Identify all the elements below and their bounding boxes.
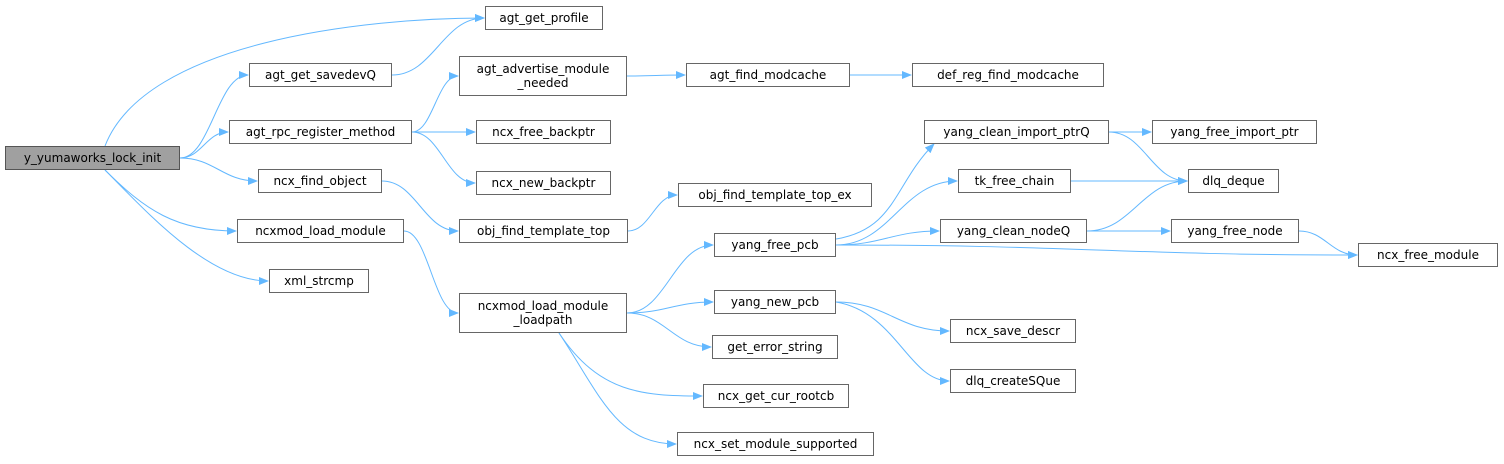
edge-ncxmod-load-module-loadpath-to-get-error-string (626, 312, 712, 351)
edge-ncxmod-load-module-loadpath-to-yang-free-pcb (626, 241, 714, 314)
node-ncxmod-load-module[interactable]: ncxmod_load_module (237, 219, 404, 243)
edge-yang-free-pcb-to-ncx-free-module (835, 244, 1358, 259)
edge-y-yumaworks-lock-init-to-ncxmod-load-module (104, 169, 237, 235)
edge-y-yumaworks-lock-init-to-agt-rpc-register-method (179, 128, 229, 159)
edge-yang-new-pcb-to-dlq-createSQue (835, 301, 950, 385)
node-ncx-set-module-supported[interactable]: ncx_set_module_supported (677, 432, 874, 456)
node-ncx-find-object[interactable]: ncx_find_object (258, 169, 382, 193)
edge-ncxmod-load-module-loadpath-to-ncx-set-module-supported (558, 332, 677, 448)
node-yang-free-node[interactable]: yang_free_node (1171, 219, 1299, 243)
node-y-yumaworks-lock-init: y_yumaworks_lock_init (5, 146, 180, 170)
edge-y-yumaworks-lock-init-to-ncx-find-object (179, 157, 258, 185)
node-agt-advertise-module-needed[interactable]: agt_advertise_module _needed (459, 56, 627, 96)
edge-obj-find-template-top-to-obj-find-template-top-ex (627, 191, 678, 232)
edge-y-yumaworks-lock-init-to-agt-get-savedevQ (179, 71, 249, 159)
edge-yang-clean-import-ptrQ-to-dlq-deque (1108, 131, 1188, 185)
node-obj-find-template-top-ex[interactable]: obj_find_template_top_ex (678, 183, 872, 207)
edge-y-yumaworks-lock-init-to-xml-strcmp (104, 169, 269, 285)
node-ncx-new-backptr[interactable]: ncx_new_backptr (476, 171, 611, 195)
edge-yang-free-pcb-to-tk-free-chain (835, 177, 958, 246)
node-ncx-save-descr[interactable]: ncx_save_descr (950, 319, 1076, 343)
edge-yang-free-node-to-ncx-free-module (1298, 230, 1358, 259)
node-agt-get-savedevQ[interactable]: agt_get_savedevQ (249, 63, 392, 87)
edge-yang-new-pcb-to-ncx-save-descr (835, 301, 950, 335)
node-xml-strcmp[interactable]: xml_strcmp (269, 269, 369, 293)
node-yang-new-pcb[interactable]: yang_new_pcb (714, 290, 836, 314)
node-ncx-get-cur-rootcb[interactable]: ncx_get_cur_rootcb (703, 384, 849, 408)
node-def-reg-find-modcache[interactable]: def_reg_find_modcache (912, 63, 1104, 87)
node-tk-free-chain[interactable]: tk_free_chain (958, 169, 1071, 193)
node-yang-free-pcb[interactable]: yang_free_pcb (714, 233, 836, 257)
edge-agt-get-savedevQ-to-agt-get-profile (391, 14, 485, 76)
node-yang-clean-import-ptrQ[interactable]: yang_clean_import_ptrQ (924, 120, 1109, 144)
node-dlq-deque[interactable]: dlq_deque (1188, 169, 1279, 193)
node-agt-get-profile[interactable]: agt_get_profile (485, 6, 603, 30)
edge-agt-rpc-register-method-to-agt-advertise-module-needed (411, 72, 459, 133)
node-ncx-free-backptr[interactable]: ncx_free_backptr (476, 120, 611, 144)
edge-agt-rpc-register-method-to-ncx-new-backptr (411, 131, 476, 187)
edge-y-yumaworks-lock-init-to-agt-get-profile (104, 14, 485, 147)
edge-ncxmod-load-module-loadpath-to-ncx-get-cur-rootcb (558, 332, 703, 400)
edge-ncxmod-load-module-loadpath-to-yang-new-pcb (626, 298, 714, 314)
node-yang-free-import-ptr[interactable]: yang_free_import_ptr (1152, 120, 1317, 144)
node-ncxmod-load-module-loadpath[interactable]: ncxmod_load_module _loadpath (459, 293, 627, 333)
node-dlq-createSQue[interactable]: dlq_createSQue (950, 369, 1076, 393)
node-agt-rpc-register-method[interactable]: agt_rpc_register_method (229, 120, 412, 144)
node-yang-clean-nodeQ[interactable]: yang_clean_nodeQ (940, 219, 1087, 243)
edge-ncxmod-load-module-to-ncxmod-load-module-loadpath (403, 230, 459, 317)
node-ncx-free-module[interactable]: ncx_free_module (1358, 243, 1498, 267)
edge-agt-advertise-module-needed-to-agt-find-modcache (626, 71, 686, 80)
edge-yang-clean-nodeQ-to-dlq-deque (1086, 177, 1188, 232)
node-agt-find-modcache[interactable]: agt_find_modcache (686, 63, 850, 87)
edge-yang-free-pcb-to-yang-clean-import-ptrQ (835, 143, 935, 240)
node-obj-find-template-top[interactable]: obj_find_template_top (459, 219, 628, 243)
edge-ncx-find-object-to-obj-find-template-top (381, 180, 459, 235)
node-get-error-string[interactable]: get_error_string (712, 335, 838, 359)
